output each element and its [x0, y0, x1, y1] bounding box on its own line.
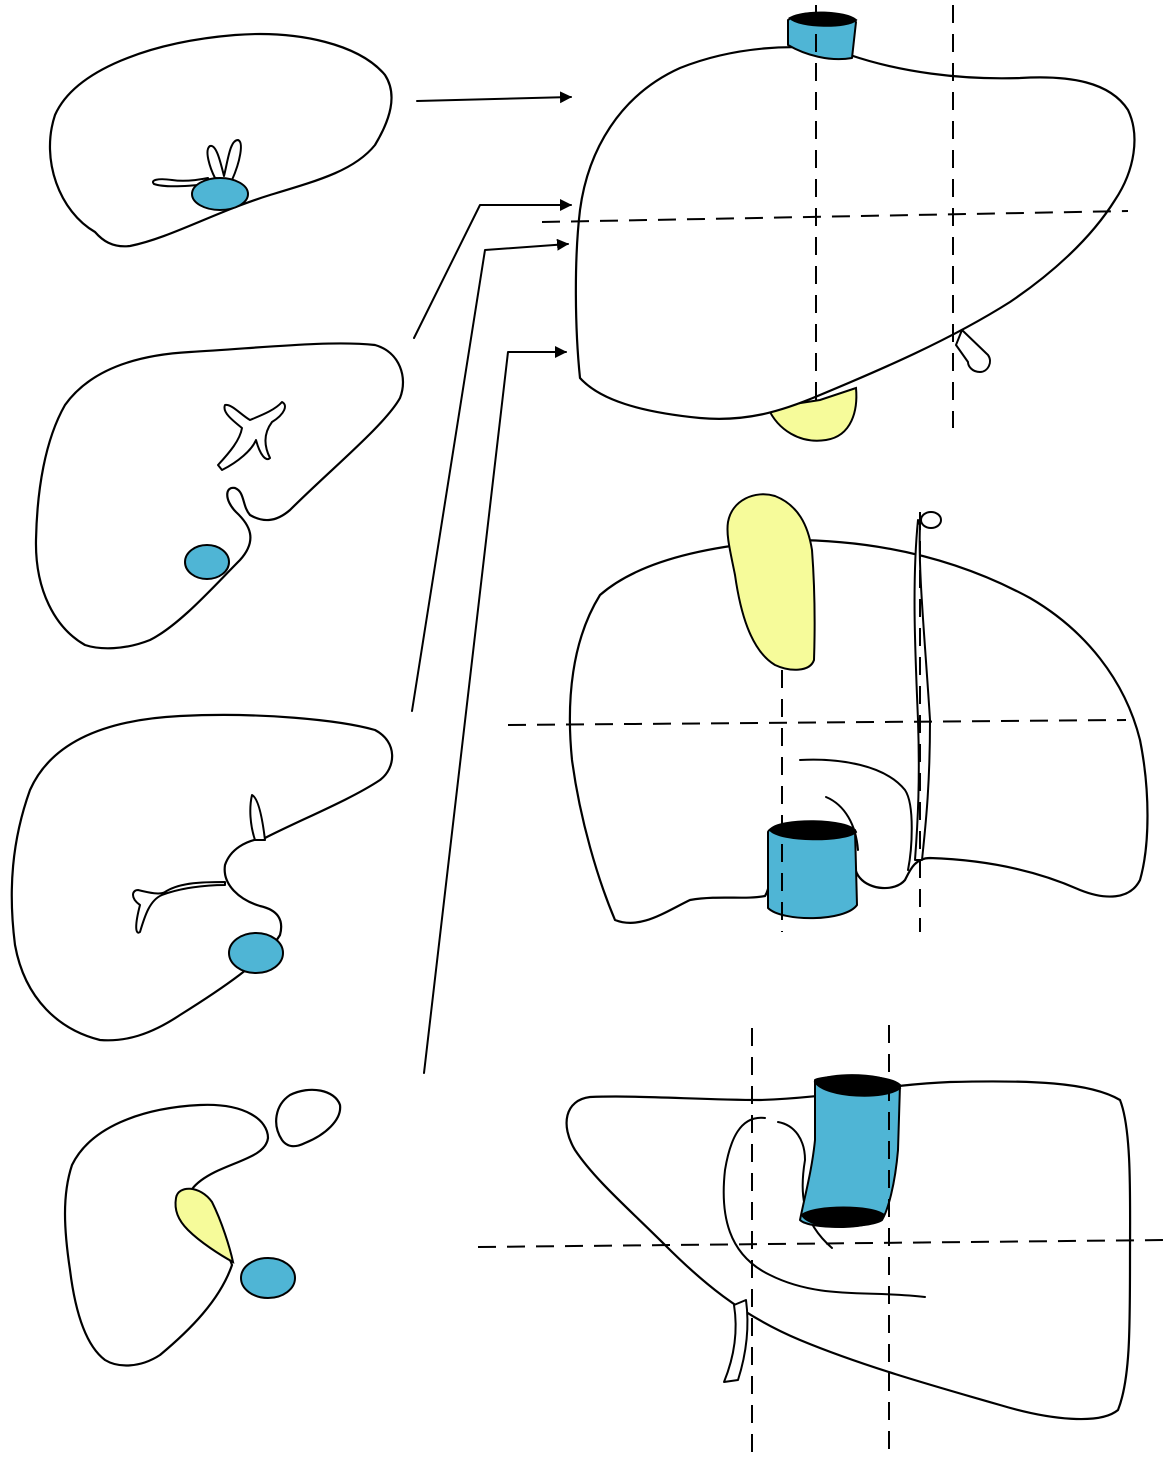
transverse-section-1 [48, 32, 393, 248]
inferior-ivc-lumen-bottom [800, 1206, 886, 1228]
section-1-vein [191, 177, 249, 211]
section-2-vein [184, 544, 230, 580]
inferior-ligament-tube [723, 1299, 749, 1383]
section-3-portal-branches [249, 794, 266, 841]
section-1-vessel-loops [206, 139, 242, 181]
arrow-section-3 [411, 238, 569, 712]
inferior-ivc [799, 1075, 901, 1228]
section-4-vein [240, 1257, 296, 1299]
section-3-hilum-branches [132, 881, 226, 934]
superior-view [541, 5, 1136, 442]
transverse-section-2 [34, 342, 405, 650]
anterior-liver-outline [568, 538, 1149, 925]
anterior-ligament-tube [913, 519, 931, 861]
anterior-inner-curve [825, 796, 859, 851]
inferior-liver-outline [565, 1080, 1132, 1421]
section-3-outline [10, 713, 394, 1042]
section-4-gallbladder [174, 1187, 235, 1264]
anterior-ligament-end [920, 511, 942, 529]
section-2-portal-branches [217, 401, 286, 471]
anterior-gallbladder [726, 493, 816, 671]
anterior-view [507, 493, 1149, 932]
section-4-outline [63, 1103, 270, 1367]
anterior-ivc-lumen [768, 820, 858, 841]
section-2-outline [34, 342, 405, 650]
superior-ivc-lumen [788, 11, 858, 27]
superior-gallbladder [766, 386, 858, 442]
superior-cut-horizontal [541, 210, 1129, 223]
superior-liver-outline [574, 46, 1136, 420]
section-1-bile-duct [152, 177, 209, 188]
inferior-quadrate-line [722, 1116, 926, 1298]
inferior-ivc-lumen-top [813, 1074, 902, 1097]
arrow-section-4 [423, 346, 567, 1074]
section-4-caudate-lobe [275, 1088, 342, 1148]
section-1-outline [48, 32, 393, 248]
arrow-section-2 [413, 199, 572, 339]
inferior-view [477, 1025, 1166, 1455]
anterior-cut-horizontal [507, 719, 1127, 726]
transverse-section-4 [63, 1088, 342, 1367]
arrows [411, 91, 572, 1074]
transverse-section-3 [10, 713, 394, 1042]
superior-ligament-tube [955, 329, 991, 373]
arrow-section-1 [416, 91, 572, 104]
section-3-vein [228, 932, 284, 974]
anterior-caudate-line [799, 758, 913, 871]
